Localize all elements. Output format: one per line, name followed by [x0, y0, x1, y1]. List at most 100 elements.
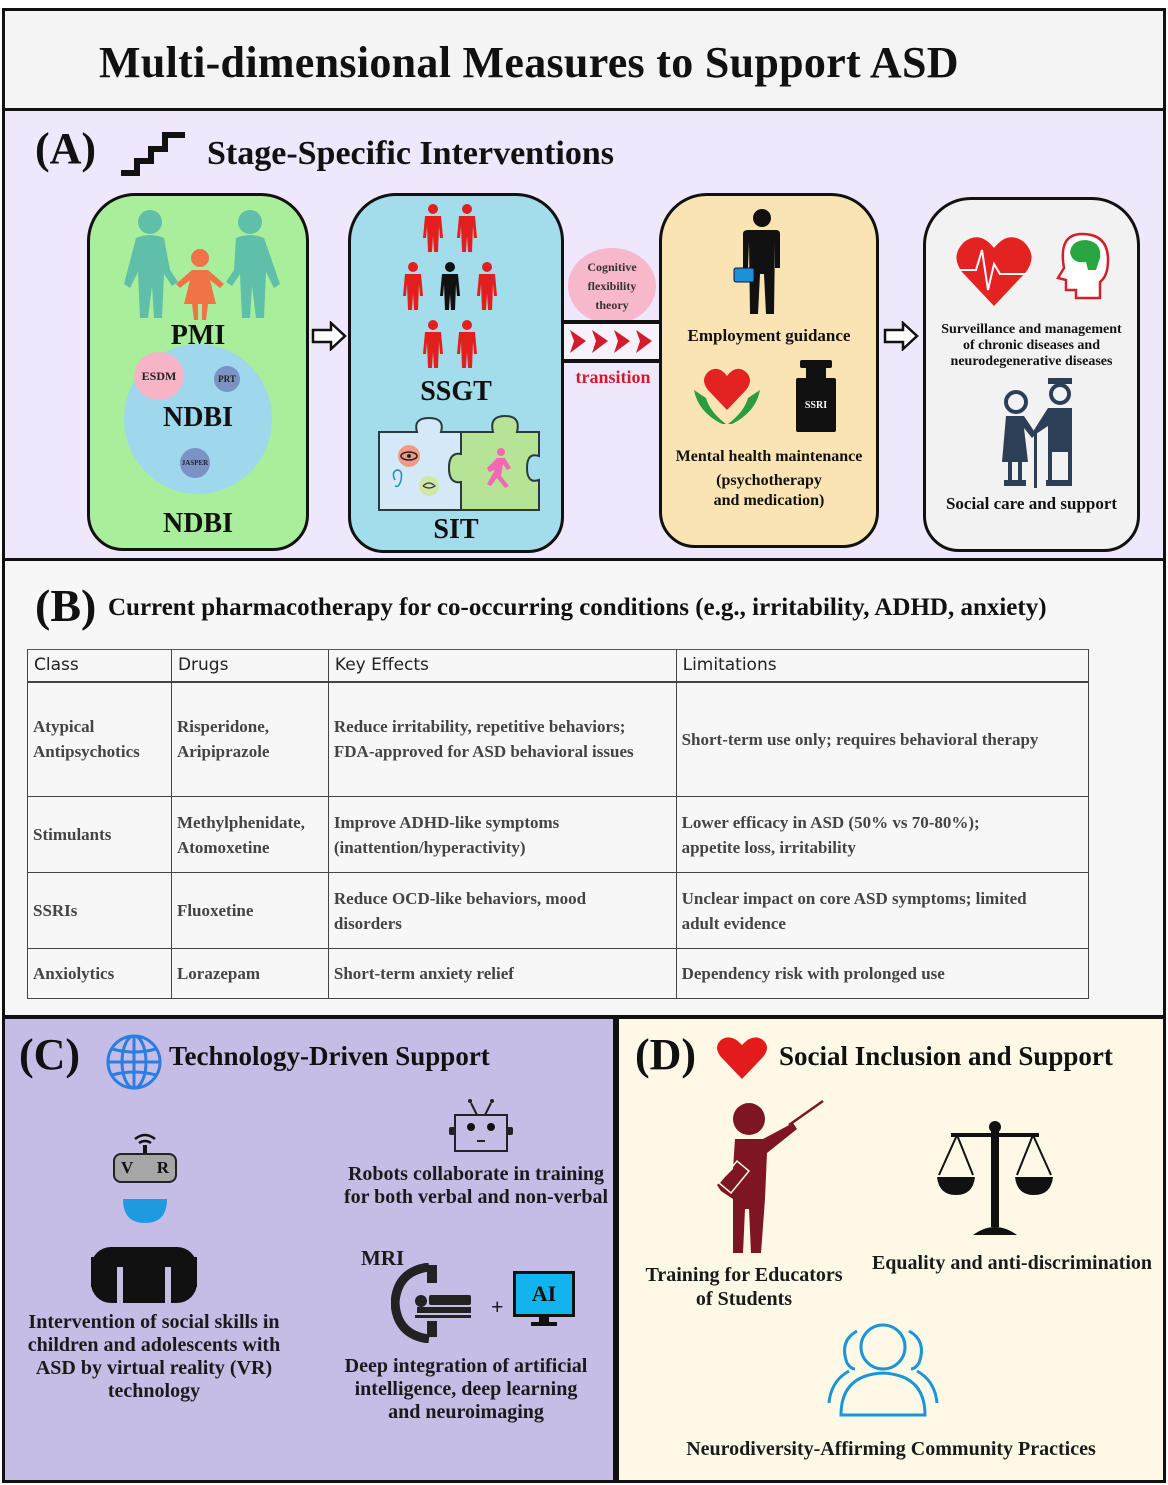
cell-line: Short-term use only; requires behavioral… [681, 729, 1039, 749]
cell-limitations: Lower efficacy in ASD (50% vs 70-80%);ap… [675, 796, 1090, 873]
sit-label: SIT [433, 514, 479, 545]
cell-class: Anxiolytics [27, 948, 172, 999]
robot-text-line-1: Robots collaborate in training [347, 1163, 605, 1185]
educators-text-line-1: Training for Educators [645, 1264, 843, 1286]
cell-line: Atomoxetine [176, 837, 270, 857]
column-header-key-effects: Key Effects [327, 649, 677, 683]
cell-line: Short-term anxiety relief [333, 964, 514, 983]
title-banner: Multi-dimensional Measures to Support AS… [2, 8, 1166, 111]
cell-line: Risperidone, [176, 717, 270, 737]
cell-line: Reduce irritability, repetitive behavior… [333, 717, 626, 737]
ai-description: Deep integration of artificial intellige… [321, 1355, 611, 1424]
column-header-class: Class [27, 649, 172, 683]
mental-health-label: Mental health maintenance [675, 448, 863, 465]
ai-text-line-3: and neuroimaging [388, 1401, 544, 1423]
stage-school-age: SSGT SIT [348, 193, 564, 553]
ssri-label: SSRI [796, 378, 836, 432]
theory-line-1: Cognitive [587, 259, 637, 274]
section-c-title: Technology-Driven Support [169, 1041, 490, 1071]
cell-limitations: Unclear impact on core ASD symptoms; lim… [675, 872, 1090, 949]
family-icon [124, 210, 280, 320]
cell-line: appetite loss, irritability [681, 837, 856, 857]
surveillance-line-1: Surveillance and management [941, 322, 1122, 337]
heart-hands-icon [694, 368, 760, 424]
globe-icon [106, 1034, 162, 1090]
section-d-letter: (D) [635, 1030, 697, 1079]
section-d-title: Social Inclusion and Support [779, 1041, 1113, 1071]
arrow-right-icon [311, 321, 347, 351]
cell-line: Methylphenidate, [176, 812, 305, 832]
cell-line: Atypical [33, 717, 95, 737]
section-b-pharmacotherapy: (B) Current pharmacotherapy for co-occur… [2, 558, 1166, 1018]
section-b-title: Current pharmacotherapy for co-occurring… [108, 594, 1047, 621]
cell-line: Anxiolytics [33, 964, 115, 983]
mental-health-sub-1: (psychotherapy [716, 472, 822, 489]
cell-line: Unclear impact on core ASD symptoms; lim… [681, 888, 1027, 908]
transition-label: transition [575, 367, 651, 387]
stage-late-life: Surveillance and management of chronic d… [923, 197, 1140, 552]
ai-text-line-1: Deep integration of artificial [344, 1355, 588, 1377]
ndbi-circle: ESDM PRT NDBI JASPER [124, 344, 272, 494]
caregiver-elderly-icon [1002, 378, 1072, 488]
prt-bubble: PRT [214, 366, 240, 392]
community-label: Neurodiversity-Affirming Community Pract… [686, 1438, 1096, 1460]
group-people-icon [403, 204, 497, 368]
heart-icon [717, 1037, 767, 1079]
ssri-bottle-icon: SSRI [796, 360, 836, 432]
ai-monitor-icon: AI [513, 1271, 579, 1327]
cell-line: Improve ADHD-like symptoms [333, 812, 560, 832]
scales-of-justice-icon [937, 1121, 1053, 1235]
ndbi-circle-label: NDBI [162, 402, 233, 433]
section-b-letter: (B) [35, 580, 97, 631]
section-c-letter: (C) [19, 1030, 81, 1079]
cell-effects: Short-term anxiety relief [327, 948, 677, 999]
vr-headset-icon: V R [113, 1153, 177, 1183]
mri-scanner-icon [391, 1263, 471, 1343]
puzzle-icon [378, 414, 540, 511]
column-header-drugs: Drugs [170, 649, 329, 683]
cell-line: Reduce OCD-like behaviors, mood [333, 888, 587, 908]
cell-line: Stimulants [33, 825, 112, 844]
cell-line: Dependency risk with prolonged use [681, 964, 945, 983]
stage-adult: Employment guidance SSRI Mental health m… [659, 193, 879, 548]
brain-head-icon [1056, 232, 1110, 300]
educators-text-line-2: of Students [695, 1288, 793, 1310]
surveillance-line-2: of chronic diseases and [962, 338, 1101, 353]
section-a-letter: (A) [35, 124, 97, 173]
ai-text-line-2: intelligence, deep learning [354, 1378, 578, 1400]
theory-line-2: flexibility [587, 278, 637, 293]
cell-drugs: Methylphenidate, Atomoxetine [170, 796, 329, 873]
cell-line: adult evidence [681, 913, 786, 933]
cell-line: Aripiprazole [176, 742, 270, 762]
chevrons-icon [570, 330, 652, 353]
mri-label: MRI [361, 1246, 405, 1270]
cell-line: SSRIs [33, 901, 78, 920]
cell-limitations: Short-term use only; requires behavioral… [675, 681, 1090, 797]
vr-text-line-1: Intervention of social skills in [28, 1311, 280, 1333]
robot-text-line-2: for both verbal and non-verbal [343, 1186, 609, 1208]
ssgt-label: SSGT [420, 376, 492, 407]
worker-icon [733, 209, 780, 314]
vr-text-line-2: children and adolescents with [27, 1334, 281, 1356]
table-row: Stimulants Methylphenidate, Atomoxetine Imp… [27, 796, 1090, 873]
arrow-right-icon [883, 321, 919, 351]
section-d-social-inclusion: (D) Social Inclusion and Support Trainin… [616, 1016, 1166, 1483]
cell-line: FDA-approved for ASD behavioral issues [333, 742, 634, 762]
heartbeat-icon [956, 237, 1032, 306]
ndbi-label: NDBI [162, 508, 233, 539]
vr-text-line-3: ASD by virtual reality (VR) [35, 1357, 273, 1379]
page-title: Multi-dimensional Measures to Support AS… [99, 38, 959, 87]
vr-text-line-4: technology [107, 1380, 201, 1402]
cell-drugs: Lorazepam [170, 948, 329, 999]
vr-person-icon: V R [87, 1127, 203, 1303]
cell-drugs: Fluoxetine [170, 872, 329, 949]
cell-drugs: Risperidone, Aripiprazole [170, 681, 329, 797]
mental-health-sub-2: and medication) [713, 492, 825, 509]
robot-icon [449, 1099, 513, 1152]
plus-sign: + [491, 1294, 504, 1319]
teacher-icon [717, 1099, 824, 1253]
